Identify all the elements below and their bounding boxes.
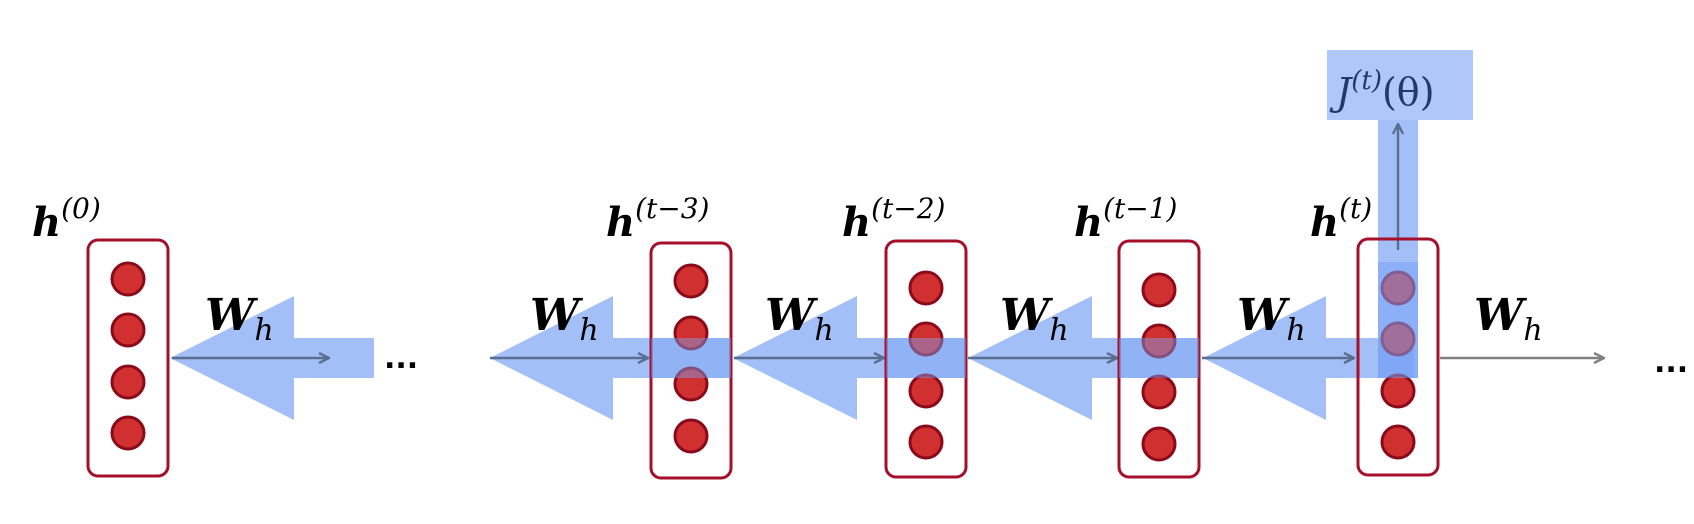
ellipsis: ... bbox=[1654, 345, 1688, 380]
loss-box bbox=[1327, 50, 1473, 120]
hidden-state-label-3: h(t−1) bbox=[1074, 192, 1177, 246]
hidden-state-2 bbox=[884, 239, 968, 479]
neuron bbox=[673, 315, 709, 351]
neuron bbox=[908, 373, 944, 409]
neuron bbox=[908, 321, 944, 357]
neuron bbox=[673, 418, 709, 454]
hidden-state-box bbox=[1356, 237, 1440, 477]
neuron bbox=[1141, 374, 1177, 410]
weight-label: Wh bbox=[1000, 290, 1069, 348]
weight-label: Wh bbox=[765, 290, 834, 348]
gradient-overlay bbox=[651, 338, 731, 378]
hidden-state-0 bbox=[86, 238, 170, 478]
neuron bbox=[908, 424, 944, 460]
gradient-overlay bbox=[1119, 338, 1199, 378]
weight-label: Wh bbox=[1237, 290, 1306, 348]
weight-label: Wh bbox=[530, 290, 599, 348]
neuron bbox=[110, 312, 146, 348]
hidden-state-3 bbox=[1117, 239, 1201, 479]
hidden-state-label-0: h(0) bbox=[32, 192, 101, 246]
gradient-overlay bbox=[1378, 262, 1418, 378]
neuron bbox=[1141, 323, 1177, 359]
hidden-state-1 bbox=[649, 241, 733, 480]
gradient-flow bbox=[170, 50, 1473, 420]
forward-arrows bbox=[172, 124, 1604, 358]
gradient-overlay bbox=[886, 338, 966, 378]
hidden-state-label-1: h(t−3) bbox=[606, 192, 709, 246]
ellipsis: ... bbox=[384, 341, 418, 376]
neuron bbox=[1141, 272, 1177, 308]
hidden-state-box bbox=[86, 238, 170, 478]
hidden-state-box bbox=[649, 241, 733, 480]
weight-label: Wh bbox=[1474, 290, 1543, 348]
hidden-state-box bbox=[884, 239, 968, 479]
weight-label: Wh bbox=[205, 290, 274, 348]
neuron bbox=[1380, 373, 1416, 409]
neuron bbox=[110, 261, 146, 297]
neuron bbox=[110, 415, 146, 451]
hidden-state-label-2: h(t−2) bbox=[842, 192, 945, 246]
neuron bbox=[908, 270, 944, 306]
neuron bbox=[110, 364, 146, 400]
neuron bbox=[1380, 424, 1416, 460]
neuron bbox=[673, 263, 709, 299]
neuron bbox=[1141, 426, 1177, 462]
loss-label: J(t)(θ) bbox=[1329, 66, 1435, 114]
hidden-state-box bbox=[1117, 239, 1201, 479]
hidden-state-4 bbox=[1356, 237, 1440, 477]
neuron bbox=[673, 366, 709, 402]
hidden-state-label-4: h(t) bbox=[1310, 192, 1372, 246]
